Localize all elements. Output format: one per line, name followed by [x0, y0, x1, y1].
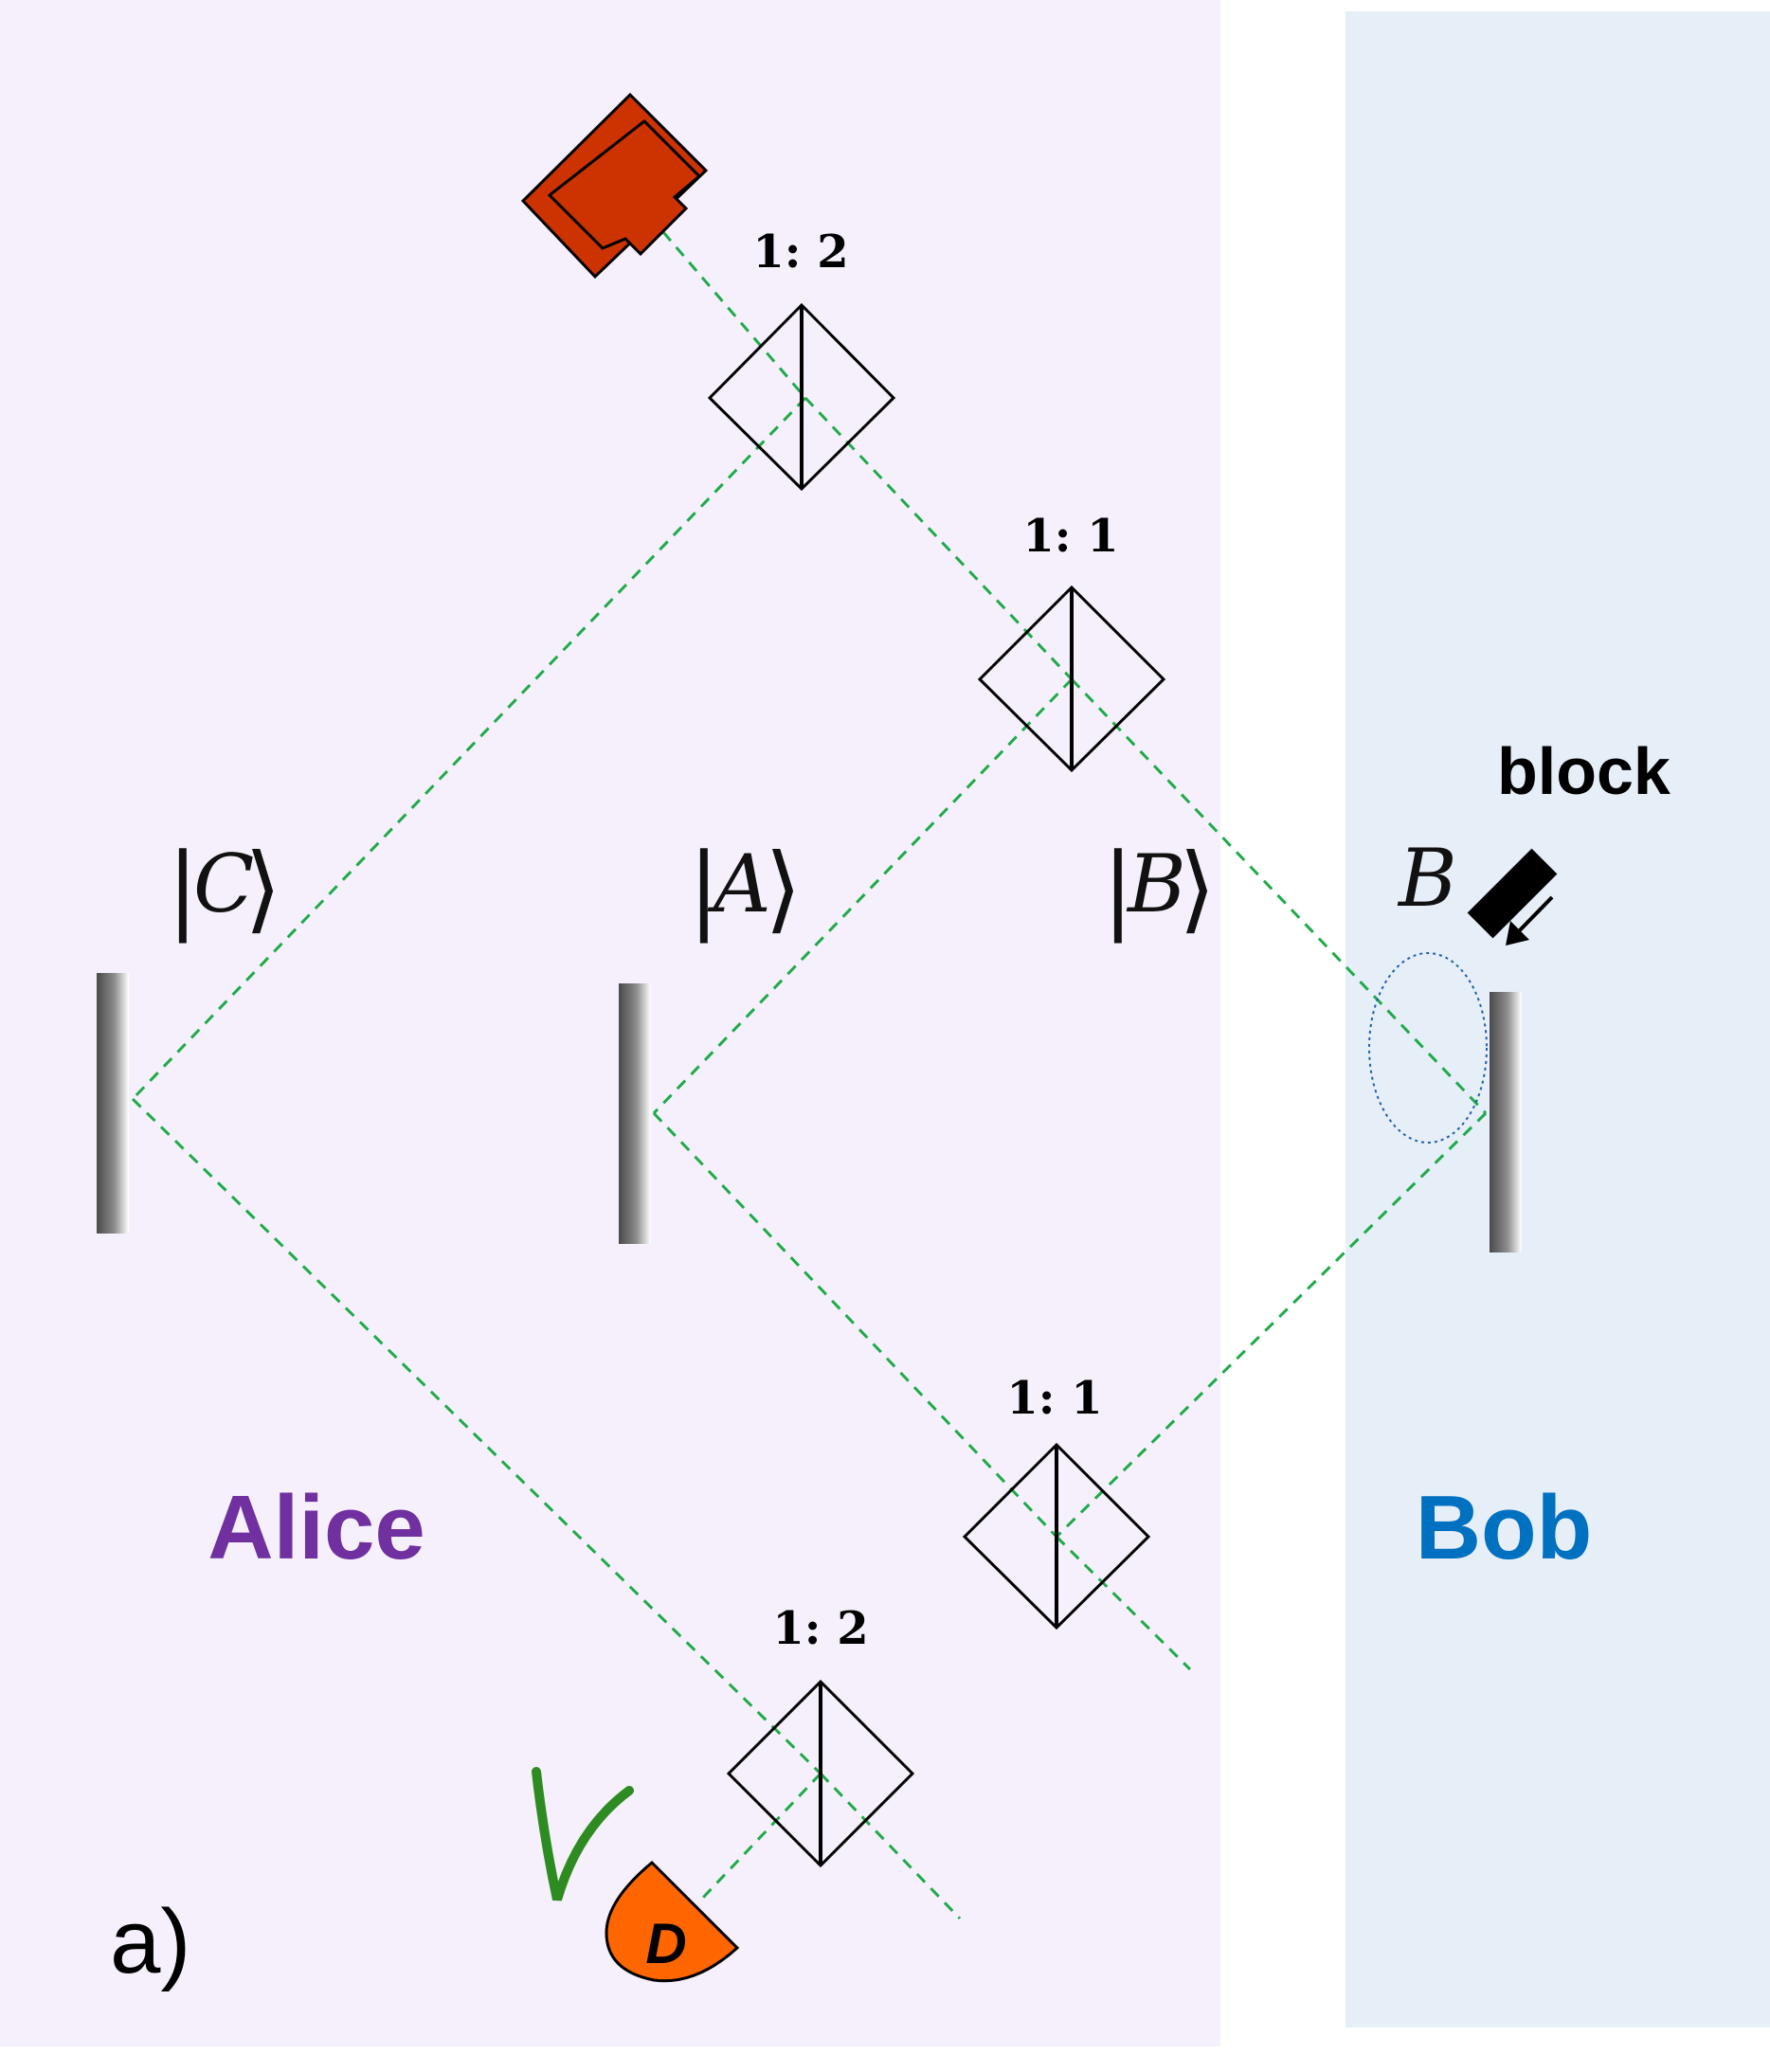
- beam-splitter-lower-mid: 1: 1: [962, 1372, 1151, 1631]
- bs-bottom-ratio: 1: 2: [772, 1602, 868, 1655]
- bob-mirror-icon: [1490, 992, 1522, 1252]
- beam-bs-upper-mid-to-bob-mirror: [1070, 677, 1488, 1115]
- bs-lower-mid-ratio: 1: 1: [1006, 1372, 1102, 1425]
- bob-label: Bob: [1416, 1477, 1593, 1578]
- ket-c: | C ⟩: [167, 833, 281, 944]
- beam-bs-upper-mid-to-mirror-a: [652, 677, 1074, 1115]
- svg-text:⟩: ⟩: [765, 833, 802, 944]
- bob-path-highlight: [1368, 952, 1488, 1144]
- beam-bs-top-to-mirror-c: [131, 396, 807, 1101]
- svg-text:|: |: [688, 833, 720, 944]
- bob-region: [1346, 11, 1770, 2027]
- arrow-icon: [1506, 895, 1554, 946]
- ket-a-symbol: A: [707, 838, 771, 930]
- ket-c-symbol: C: [193, 838, 254, 930]
- beam-bob-mirror-to-bs-lower-mid: [1055, 1111, 1488, 1539]
- beam-bs-bottom-exit: [819, 1772, 962, 1920]
- svg-text:|: |: [1102, 833, 1134, 944]
- svg-text:⟩: ⟩: [1179, 833, 1216, 944]
- alice-label: Alice: [208, 1477, 424, 1578]
- alice-region: [0, 0, 1220, 2046]
- block-label: block: [1497, 734, 1671, 808]
- checkmark-icon: [532, 1767, 634, 1901]
- beam-mirror-a-to-bs-lower-mid: [652, 1111, 1058, 1539]
- beam-bs-bottom-to-detector: [699, 1772, 822, 1901]
- svg-text:|: |: [167, 833, 199, 944]
- ket-b-symbol: B: [1126, 838, 1186, 930]
- mirror-c-icon: [97, 973, 129, 1234]
- beam-splitter-top: 1: 2: [707, 225, 896, 492]
- bs-top-ratio: 1: 2: [752, 225, 848, 279]
- bs-upper-mid-ratio: 1: 1: [1022, 510, 1118, 563]
- beam-splitter-upper-mid: 1: 1: [977, 510, 1166, 773]
- detector-label: D: [645, 1912, 686, 1975]
- svg-text:⟩: ⟩: [244, 833, 281, 944]
- laser-source-icon: [520, 92, 709, 279]
- ket-b: | B ⟩: [1102, 833, 1216, 944]
- bob-mirror-label: B: [1397, 832, 1457, 925]
- beam-mirror-c-to-bs-bottom: [131, 1097, 822, 1775]
- beam-source-to-bs-top: [661, 231, 807, 399]
- detector-icon: D: [605, 1860, 740, 1983]
- block-icon: [1467, 848, 1558, 939]
- panel-label: a): [110, 1891, 190, 1992]
- ket-a: | A ⟩: [688, 833, 802, 944]
- mirror-a-icon: [619, 983, 651, 1244]
- beam-splitter-bottom: 1: 2: [726, 1602, 915, 1868]
